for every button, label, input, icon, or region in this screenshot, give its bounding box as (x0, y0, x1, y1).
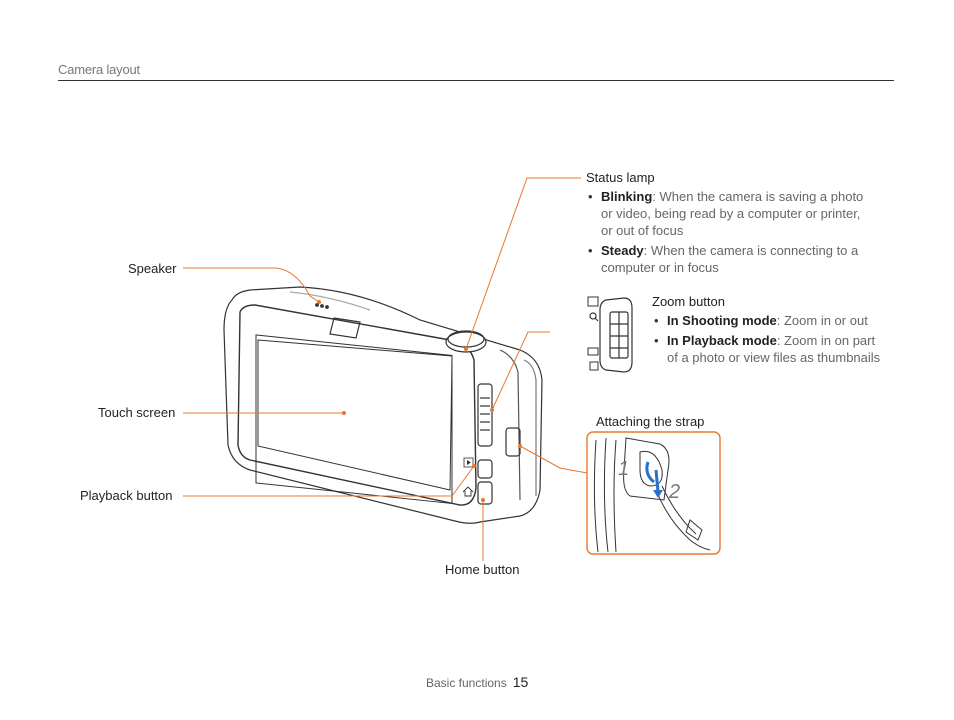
callout-lines (183, 177, 588, 561)
zoom-button-block: Zoom button In Shooting mode: Zoom in or… (652, 294, 884, 369)
status-lamp-item: Steady: When the camera is connecting to… (586, 242, 866, 276)
zoom-button-title: Zoom button (652, 294, 725, 309)
callout-dots (317, 300, 522, 502)
page-footer: Basic functions 15 (426, 674, 528, 690)
page-number: 15 (512, 674, 529, 690)
touch-screen-label: Touch screen (98, 405, 176, 420)
status-lamp-item: Blinking: When the camera is saving a ph… (586, 188, 866, 239)
playback-button-label: Playback button (80, 488, 173, 503)
strap-illustration (586, 431, 721, 555)
speaker-label: Speaker (128, 261, 177, 276)
attaching-strap-label: Attaching the strap (596, 414, 705, 429)
status-lamp-title: Status lamp (586, 170, 655, 185)
zoom-button-item: In Playback mode: Zoom in on part of a p… (652, 332, 884, 366)
zoom-lever-icon (587, 296, 633, 373)
home-button-label: Home button (445, 562, 520, 577)
status-lamp-block: Status lamp Blinking: When the camera is… (586, 170, 866, 279)
strap-step-2: 2 (669, 481, 681, 503)
header-divider (58, 80, 894, 81)
footer-section: Basic functions (426, 676, 507, 690)
zoom-button-item: In Shooting mode: Zoom in or out (652, 312, 884, 329)
section-title: Camera layout (58, 62, 140, 77)
strap-step-1: 1 (618, 458, 630, 480)
